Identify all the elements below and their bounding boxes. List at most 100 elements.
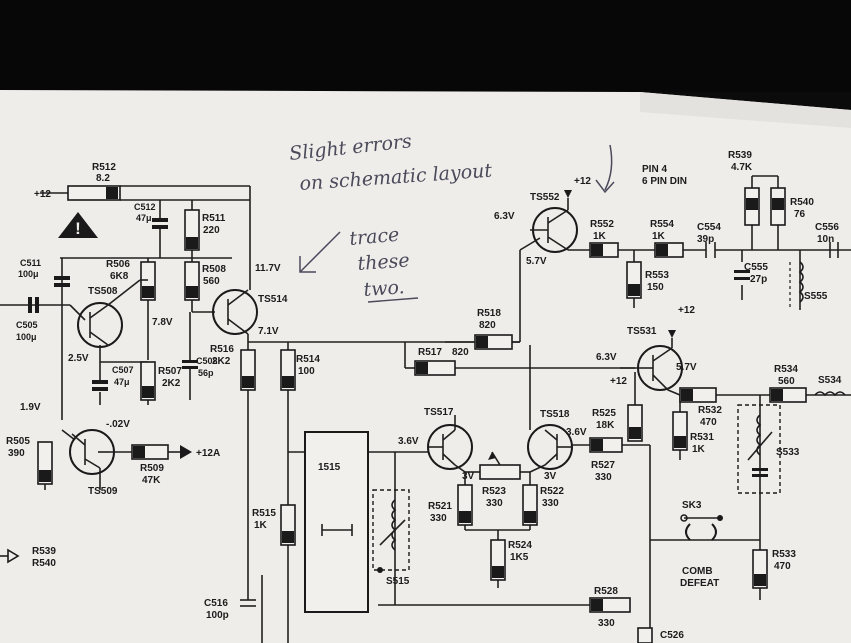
capacitor-c505 — [28, 297, 39, 313]
label-r552-val: 1K — [593, 231, 607, 242]
pencil-arrow-down-icon — [595, 144, 615, 194]
label-v63-mid: 6.3V — [596, 352, 617, 363]
label-v117: 11.7V — [255, 263, 281, 274]
capacitor-c526 — [637, 627, 653, 643]
label-r507: R507 — [158, 366, 182, 377]
resistor-r539-right — [744, 187, 760, 226]
label-r540-right: R540 — [790, 197, 814, 208]
transistor-ts517 — [427, 424, 473, 470]
label-ts552: TS552 — [530, 192, 560, 203]
note-line-5: two. — [363, 276, 405, 301]
transistor-ts518 — [527, 424, 573, 470]
label-s534: S534 — [818, 375, 842, 386]
label-r515: R515 — [252, 508, 276, 519]
resistor-r515 — [280, 504, 296, 546]
label-v3-right: 3V — [544, 471, 557, 482]
label-r512: R512 — [92, 162, 116, 173]
label-plus12-left: +12 — [34, 189, 51, 200]
capacitor-c554 — [705, 242, 716, 258]
label-r528-val: 330 — [598, 618, 615, 629]
label-r524: R524 — [508, 540, 532, 551]
schematic-wires — [0, 175, 851, 643]
label-c507: C507 — [112, 365, 134, 375]
svg-text:!: ! — [75, 219, 81, 238]
label-v57-mid: 5.7V — [676, 362, 697, 373]
label-c555-val: 27p — [750, 274, 767, 285]
label-ic1515: 1515 — [318, 462, 341, 473]
dark-background — [0, 0, 851, 92]
transistor-ts552 — [530, 190, 578, 253]
capacitor-c511 — [54, 276, 70, 287]
label-r539-val: 4.7K — [731, 162, 753, 173]
label-ts514: TS514 — [258, 294, 288, 305]
coil-s515 — [372, 489, 410, 573]
label-v71: 7.1V — [258, 326, 279, 337]
label-r512-val: 8.2 — [96, 173, 110, 184]
coil-s533 — [737, 404, 781, 494]
module-1515 — [304, 431, 369, 613]
resistor-r507 — [140, 361, 156, 401]
resistor-r521 — [457, 484, 473, 526]
resistor-r553 — [626, 261, 642, 299]
label-r511: R511 — [202, 213, 226, 224]
label-r514: R514 — [296, 354, 320, 365]
switch-sk3 — [680, 514, 723, 541]
coil-s534 — [814, 391, 846, 397]
label-v78: 7.8V — [152, 317, 173, 328]
label-r554: R554 — [650, 219, 674, 230]
label-r552: R552 — [590, 219, 614, 230]
resistor-r509 — [131, 444, 192, 460]
label-r505-val: 390 — [8, 448, 25, 459]
label-c512-val: 47μ — [136, 213, 152, 223]
label-v63-top: 6.3V — [494, 211, 515, 222]
resistor-r552 — [589, 242, 619, 258]
label-r509-val: 47K — [142, 475, 161, 486]
label-r533-val: 470 — [774, 561, 791, 572]
label-r508: R508 — [202, 264, 226, 275]
label-plus12-ts552: +12 — [574, 176, 591, 187]
label-r522-val: 330 — [542, 498, 559, 509]
label-r527: R527 — [591, 460, 615, 471]
label-r521: R521 — [428, 501, 452, 512]
resistor-r533 — [752, 549, 768, 589]
label-c554-val: 39p — [697, 234, 714, 245]
label-r524-val: 1K5 — [510, 552, 529, 563]
label-r525-val: 18K — [596, 420, 615, 431]
label-r532: R532 — [698, 405, 722, 416]
label-v36-right: 3.6V — [566, 427, 587, 438]
label-plus12-ts531: +12 — [678, 305, 695, 316]
warning-triangle-icon: ! — [58, 212, 98, 238]
resistor-r527 — [589, 437, 623, 453]
resistor-r524 — [490, 539, 506, 581]
label-r532-val: 470 — [700, 417, 717, 428]
label-v36-left: 3.6V — [398, 436, 419, 447]
transistor-ts531 — [637, 330, 683, 391]
resistor-r508 — [184, 261, 200, 301]
label-c556: C556 — [815, 222, 839, 233]
resistor-r528 — [589, 597, 631, 613]
resistor-r517 — [414, 360, 456, 376]
label-c554: C554 — [697, 222, 721, 233]
label-r534: R534 — [774, 364, 798, 375]
label-r527-val: 330 — [595, 472, 612, 483]
capacitor-c555 — [734, 270, 750, 280]
label-r518-val: 820 — [479, 320, 496, 331]
pencil-arrow-icon — [299, 231, 341, 273]
label-ts508: TS508 — [88, 286, 118, 297]
note-line-3: trace — [349, 224, 401, 250]
label-ts518: TS518 — [540, 409, 570, 420]
label-v25: 2.5V — [68, 353, 89, 364]
label-r525: R525 — [592, 408, 616, 419]
label-r509: R509 — [140, 463, 164, 474]
capacitor-c507 — [92, 380, 108, 391]
capacitor-c556 — [829, 242, 839, 258]
resistor-r525 — [627, 404, 643, 442]
coil-s555 — [789, 261, 804, 310]
resistor-r512 — [67, 185, 121, 201]
resistor-r506 — [140, 261, 156, 301]
label-c516-val: 100p — [206, 610, 229, 621]
label-r534-val: 560 — [778, 376, 795, 387]
label-v02: -.02V — [106, 419, 130, 430]
label-r528: R528 — [594, 586, 618, 597]
